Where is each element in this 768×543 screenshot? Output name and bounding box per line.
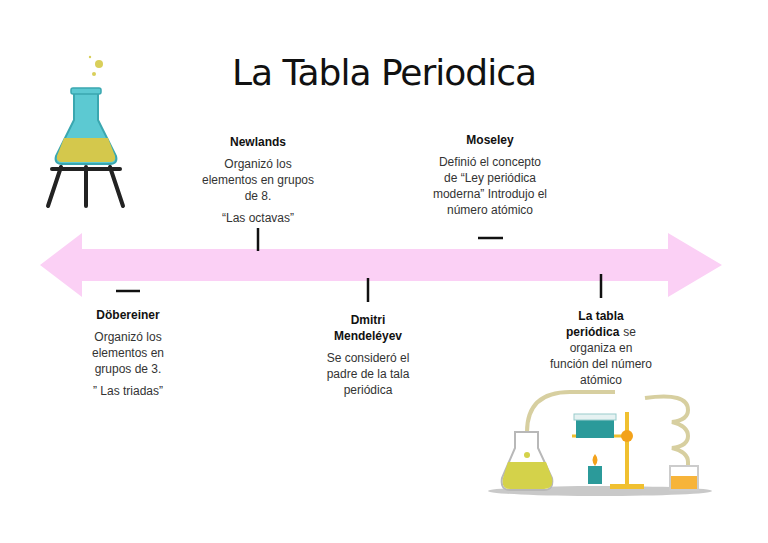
event-heading: La tabla periódica (566, 309, 624, 339)
event-text: Organizó los elementos en grupos de 8. (199, 156, 317, 204)
event-heading: Moseley (431, 132, 549, 148)
timeline-ticks (116, 228, 601, 302)
lab-illustration (488, 392, 712, 496)
page-title: La Tabla Periodica (0, 50, 768, 96)
event-modern-table: La tabla periódicase organiza en función… (549, 308, 653, 388)
event-heading: Dmitri Mendeléyev (320, 312, 416, 344)
event-text: “Las octavas” (199, 210, 317, 226)
event-text: Definió el concepto de “Ley periódica mo… (431, 154, 549, 218)
event-text: ” Las triadas” (80, 383, 176, 399)
timeline-arrow (40, 233, 722, 297)
event-newlands: NewlandsOrganizó los elementos en grupos… (199, 134, 317, 226)
event-moseley: MoseleyDefinió el concepto de “Ley perió… (431, 132, 549, 218)
event-text: Organizó los elementos en grupos de 3. (80, 329, 176, 377)
event-dobereiner: DöbereinerOrganizó los elementos en grup… (80, 307, 176, 399)
event-heading: Newlands (199, 134, 317, 150)
event-mendeleyev: Dmitri Mendeléyev Se consideró el padre d… (320, 312, 416, 398)
event-text: Se consideró el padre de la tala periódi… (320, 350, 416, 398)
event-heading: Döbereiner (80, 307, 176, 323)
flask-illustration (48, 56, 123, 206)
